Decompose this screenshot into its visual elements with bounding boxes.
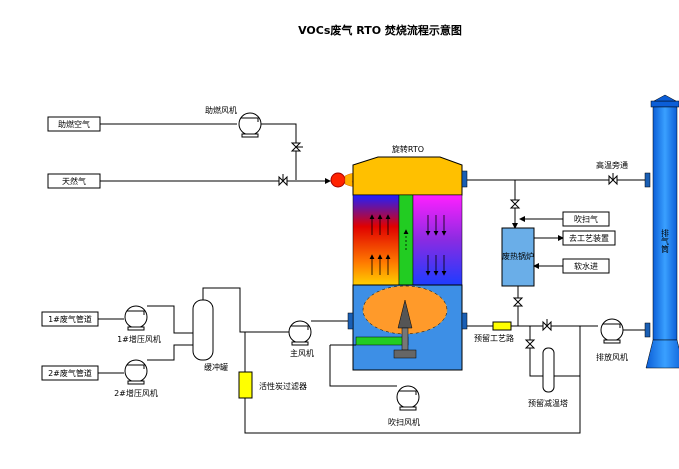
natural-gas-label: 天然气 <box>62 176 86 186</box>
purge-fan-label: 吹扫风机 <box>388 417 420 427</box>
booster-fan-2-icon <box>124 359 148 385</box>
waste-gas-line-2: 2#废气管道 <box>41 365 99 381</box>
purge-fan-icon <box>396 385 420 411</box>
buffer-tank-label: 缓冲罐 <box>204 362 228 372</box>
valve-icon <box>278 174 288 187</box>
diagram-title: VOCs废气 RTO 焚烧流程示意图 <box>298 23 462 37</box>
main-fan-icon <box>288 320 312 346</box>
purge-gas-label: 吹扫气 <box>574 214 598 224</box>
valve-icon <box>512 297 524 307</box>
combustion-fan-icon <box>238 112 262 138</box>
combustion-air-inlet: 助燃空气 <box>47 116 101 132</box>
valve-icon <box>524 339 536 349</box>
line1-label: 1#废气管道 <box>48 314 92 324</box>
exhaust-stack: 排气筒 <box>644 94 679 369</box>
rto-vessel <box>347 156 468 371</box>
filter-label: 活性炭过滤器 <box>259 381 307 391</box>
valve-icon <box>290 142 303 152</box>
activated-carbon-filter <box>238 371 253 399</box>
natural-gas-inlet: 天然气 <box>47 173 101 189</box>
combustion-fan-label: 助燃风机 <box>205 105 237 115</box>
valve-icon <box>509 199 521 209</box>
rto-label: 旋转RTO <box>392 144 424 154</box>
combustion-air-label: 助燃空气 <box>58 119 90 129</box>
stack-label: 排气筒 <box>661 228 670 254</box>
main-fan-label: 主风机 <box>290 348 314 358</box>
soft-water-label: 软水进 <box>574 261 598 271</box>
booster-fan-1-icon <box>124 305 148 331</box>
exhaust-fan-icon <box>600 318 624 344</box>
buffer-tank <box>192 299 214 361</box>
booster1-label: 1#增压风机 <box>117 334 161 344</box>
to-process-label: 去工艺装置 <box>569 233 609 243</box>
valve-icon <box>608 173 618 186</box>
booster2-label: 2#增压风机 <box>114 388 158 398</box>
valve-icon <box>542 319 552 332</box>
reserved-process-label: 预留工艺路 <box>474 333 514 343</box>
quench-label: 预留减温塔 <box>528 398 568 408</box>
exhaust-fan-label: 排放风机 <box>596 352 628 362</box>
line2-label: 2#废气管道 <box>48 368 92 378</box>
flowmeter-icon <box>492 321 512 331</box>
bed-flow-arrows <box>369 214 447 276</box>
waste-gas-line-1: 1#废气管道 <box>41 311 99 327</box>
bypass-label: 高温旁通 <box>596 160 628 170</box>
boiler-label: 废热锅炉 <box>502 251 534 261</box>
quench-tower <box>542 347 555 393</box>
waste-heat-boiler: 废热锅炉 <box>501 227 535 287</box>
